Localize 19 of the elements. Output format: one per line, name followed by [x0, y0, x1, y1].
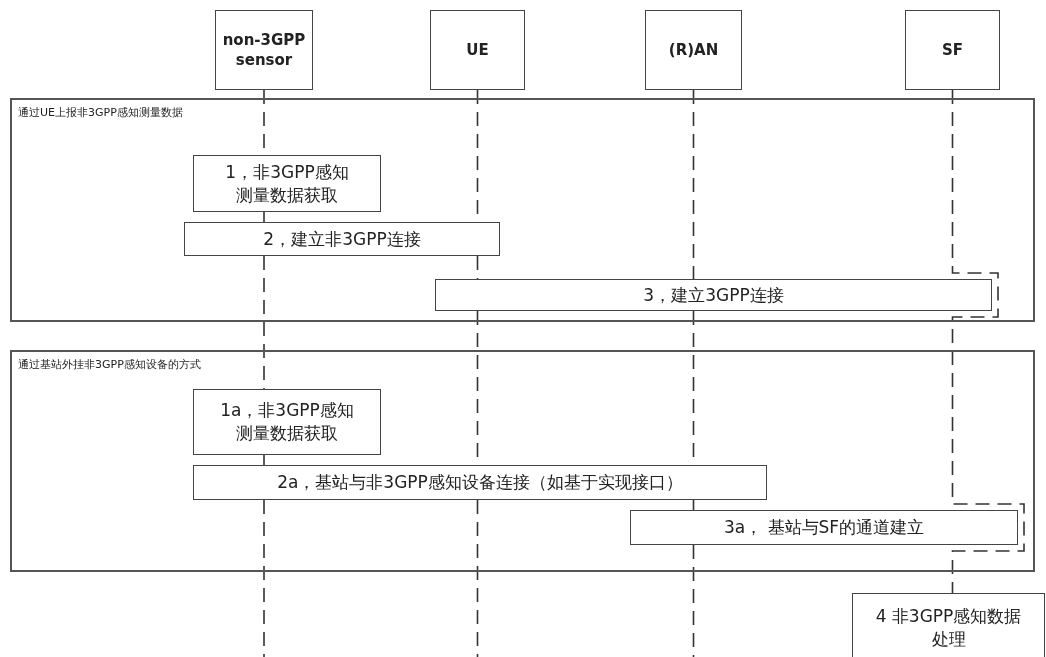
- step-box: 3a， 基站与SF的通道建立: [630, 510, 1018, 545]
- step-box: 4 非3GPP感知数据处理: [852, 593, 1045, 657]
- step-box: 3，建立3GPP连接: [435, 279, 992, 311]
- step-box: 1，非3GPP感知测量数据获取: [193, 155, 381, 212]
- participant-box: SF: [905, 10, 1000, 90]
- step-box: 2，建立非3GPP连接: [184, 222, 500, 256]
- frame-heading: 通过基站外挂非3GPP感知设备的方式: [18, 358, 201, 373]
- lifeline: [692, 89, 695, 657]
- group-frame: [10, 350, 1035, 572]
- participant-box: non-3GPP sensor: [215, 10, 313, 90]
- step-box: 2a，基站与非3GPP感知设备连接（如基于实现接口）: [193, 465, 767, 500]
- frame-heading: 通过UE上报非3GPP感知测量数据: [18, 106, 183, 121]
- lifeline: [951, 89, 1025, 594]
- step-box: 1a，非3GPP感知测量数据获取: [193, 389, 381, 455]
- participant-box: (R)AN: [645, 10, 742, 90]
- lifeline: [263, 89, 265, 657]
- group-frame: [10, 98, 1035, 322]
- lifeline: [476, 89, 479, 657]
- participant-box: UE: [430, 10, 525, 90]
